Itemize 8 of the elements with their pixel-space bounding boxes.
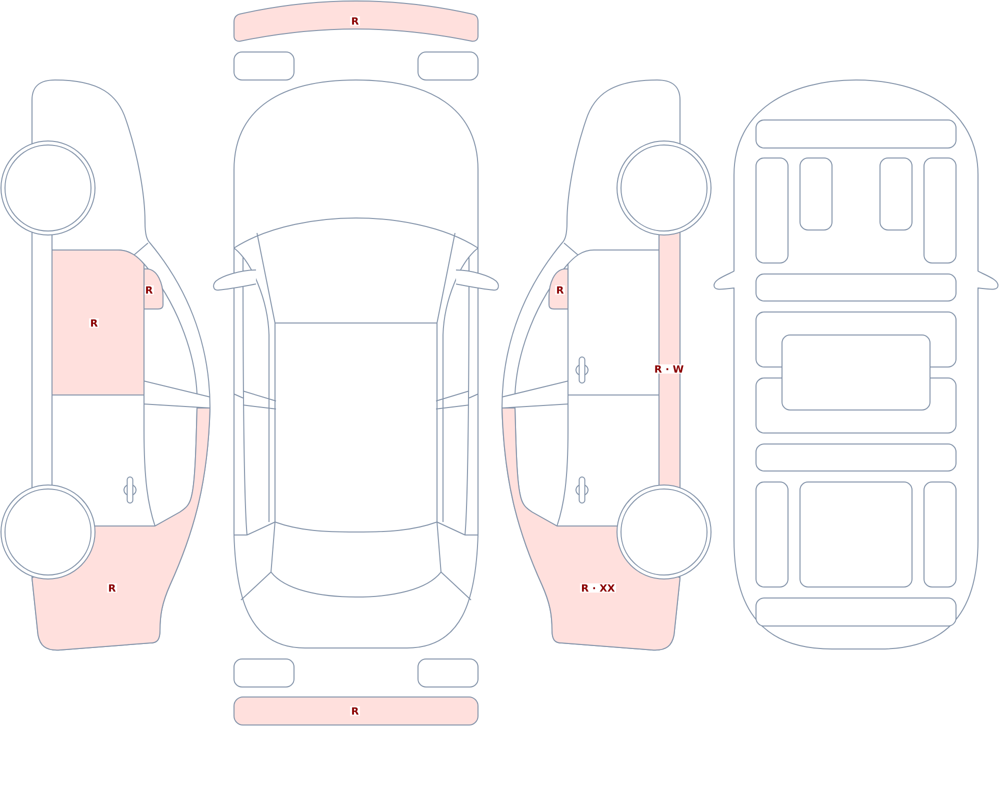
shaded-panel: R [234,696,478,726]
shaded-panel: R · W [653,232,685,488]
shaded-panel: R [234,0,478,42]
shaded-panel: R [32,408,210,651]
shaded-panel: R [52,250,144,396]
shaded-panel: R [144,268,164,310]
shaded-panel: R [548,268,568,310]
shaded-panel: R · XX [502,408,680,651]
